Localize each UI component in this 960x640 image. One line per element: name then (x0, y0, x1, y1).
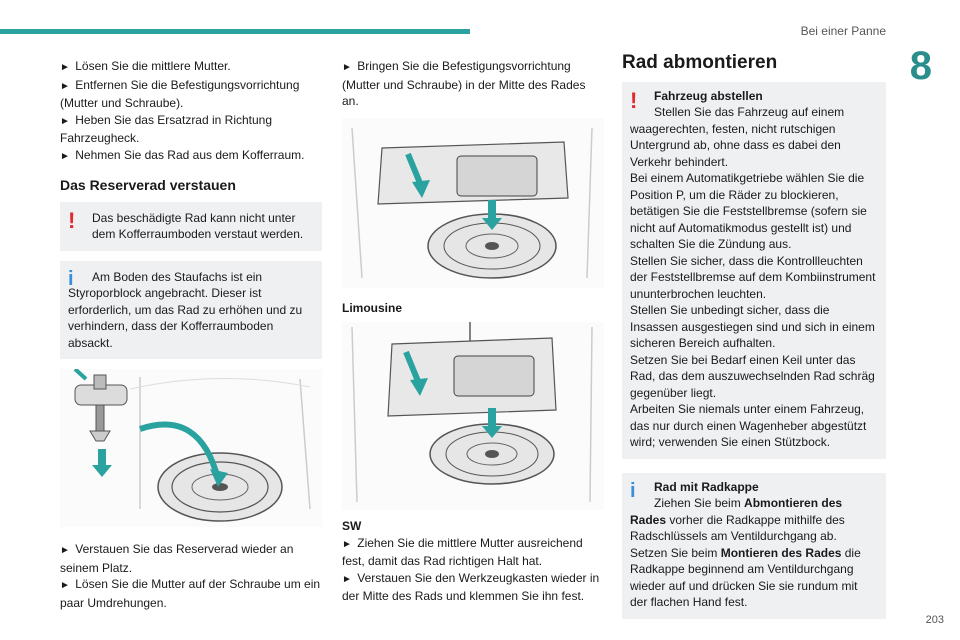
warning-line: Stellen Sie sicher, dass die Kontrollleu… (630, 253, 876, 301)
column-1: ► Lösen Sie die mittlere Mutter. ► Entfe… (60, 58, 322, 611)
step: ► Verstauen Sie den Werkzeugkasten wiede… (342, 570, 600, 604)
info-paragraph: Ziehen Sie beim Abmontieren des Rades vo… (630, 496, 845, 543)
triangle-bullet-icon: ► (60, 115, 70, 127)
step: ► Nehmen Sie das Rad aus dem Kofferraum. (60, 147, 305, 162)
info-box: i Rad mit Radkappe Ziehen Sie beim Abmon… (622, 472, 886, 619)
illustration-spare-wheel-stow (60, 369, 322, 527)
illustration-limousine-trunk (342, 117, 604, 288)
warning-box: ! Fahrzeug abstellen Stellen Sie das Fah… (622, 81, 886, 459)
triangle-bullet-icon: ► (60, 80, 70, 92)
warning-line: Setzen Sie bei Bedarf einen Keil unter d… (630, 352, 875, 400)
info-paragraph: Setzen Sie beim Montieren des Rades die … (630, 545, 861, 610)
triangle-bullet-icon: ► (342, 538, 352, 550)
step: ► Bringen Sie die Befestigungsvorrichtun… (342, 59, 586, 108)
step: ► Lösen Sie die mittlere Mutter. (60, 59, 231, 73)
triangle-bullet-icon: ► (60, 150, 70, 162)
info-box: i Am Boden des Staufachs ist ein Styropo… (60, 260, 322, 359)
triangle-bullet-icon: ► (60, 580, 70, 591)
column-3: Rad abmontieren ! Fahrzeug abstellen Ste… (622, 52, 886, 629)
variant-label-limousine: Limousine (342, 300, 403, 315)
column-2: ► Bringen Sie die Befestigungsvorrichtun… (342, 58, 604, 605)
warning-line: Stellen Sie das Fahrzeug auf einem waage… (630, 105, 845, 169)
warning-line: Bei einem Automatikgetriebe wählen Sie d… (630, 171, 867, 251)
page-heading: Rad abmontieren (622, 52, 778, 73)
warning-text: Das beschädigte Rad kann nicht unter dem… (92, 210, 304, 242)
section-heading: Das Reserverad verstauen (60, 177, 236, 193)
triangle-bullet-icon: ► (342, 62, 352, 73)
steps-list: ► Verstauen Sie das Reserverad wieder an… (60, 541, 322, 611)
header-title: Bei einer Panne (800, 24, 886, 38)
info-title: Rad mit Radkappe (654, 479, 759, 494)
step: ► Heben Sie das Ersatzrad in Richtung Fa… (60, 112, 273, 146)
triangle-bullet-icon: ► (60, 545, 70, 556)
warning-line: Stellen Sie unbedingt sicher, dass die I… (630, 303, 875, 350)
warning-title: Fahrzeug abstellen (654, 88, 763, 103)
steps-list: ► Lösen Sie die mittlere Mutter. ► Entfe… (60, 58, 322, 165)
triangle-bullet-icon: ► (60, 62, 70, 73)
step: ► Entfernen Sie die Befestigungsvorricht… (60, 77, 300, 111)
warning-box: ! Das beschädigte Rad kann nicht unter d… (60, 201, 322, 251)
info-text: Am Boden des Staufachs ist ein Styroporb… (68, 269, 303, 350)
illustration-sw-trunk (342, 322, 604, 510)
warning-line: Arbeiten Sie niemals unter einem Fahrzeu… (630, 402, 867, 449)
triangle-bullet-icon: ► (342, 573, 352, 585)
warning-icon: ! (68, 207, 76, 233)
warning-icon: ! (630, 87, 638, 113)
chapter-number: 8 (909, 44, 932, 88)
page-number: 203 (925, 614, 944, 626)
header-accent-bar (0, 29, 470, 34)
info-icon: i (68, 267, 74, 290)
info-icon: i (630, 479, 636, 502)
step: ► Verstauen Sie das Reserverad wieder an… (60, 542, 294, 575)
variant-label-sw: SW (342, 519, 362, 533)
step: ► Lösen Sie die Mutter auf der Schraube … (60, 577, 321, 610)
step: ► Ziehen Sie die mittlere Mutter ausreic… (342, 535, 583, 569)
